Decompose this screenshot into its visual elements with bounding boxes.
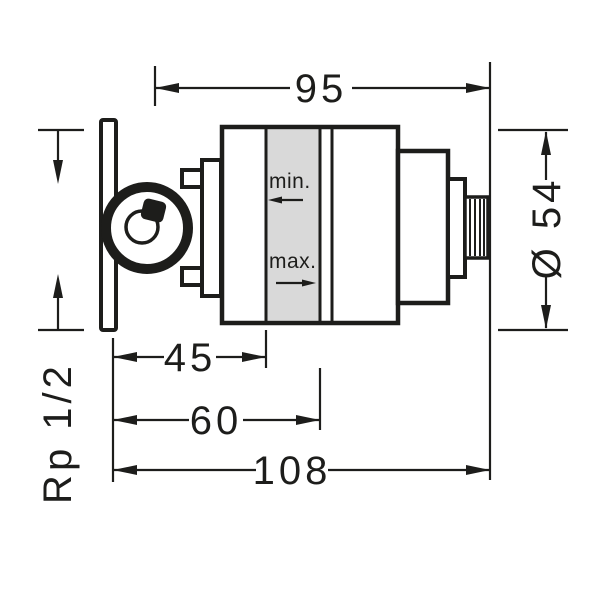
mounting-bracket [200,158,223,298]
dimension-60-label: 60 [190,399,243,443]
arrowhead-left-icon [155,83,179,93]
arrowhead-right-icon [466,465,490,475]
spindle-step [395,148,451,306]
spindle-collar [446,177,467,279]
thread-size-label: Rp 1/2 [36,362,80,504]
arrowhead-down-icon [541,305,551,329]
arrowhead-left-icon [113,352,137,362]
valve-housing-circle [101,182,193,274]
max-marker-label: max. [269,250,317,273]
dimension-diameter-label: Ø 54 [525,177,569,280]
dimension-60: 60 [113,368,322,443]
max-arrow-right-icon [302,279,316,287]
adjustment-zone [266,129,320,321]
arrowhead-right-icon [242,352,266,362]
dimension-108-label: 108 [253,449,332,493]
arrowhead-right-icon [466,83,490,93]
dimension-thread: Rp 1/2 [36,128,84,504]
arrowhead-up-icon [541,131,551,155]
arrowhead-right-icon [296,415,320,425]
dimension-95-label: 95 [295,67,348,111]
dimension-45-label: 45 [164,336,217,380]
arrowhead-down-icon [53,160,63,184]
adjustment-markers: min. max. [268,170,317,287]
valve-stop-blob [140,198,167,223]
arrowhead-left-icon [113,415,137,425]
arrowhead-up-icon [53,274,63,298]
dimension-95: 95 [153,62,492,480]
min-arrow-left-icon [268,196,282,204]
dimension-45: 45 [111,330,268,482]
dimension-108: 108 [113,449,490,493]
valve-fixture [99,118,490,332]
dimension-diameter-54: Ø 54 [498,128,569,332]
arrowhead-left-icon [113,465,137,475]
min-marker-label: min. [269,170,311,193]
